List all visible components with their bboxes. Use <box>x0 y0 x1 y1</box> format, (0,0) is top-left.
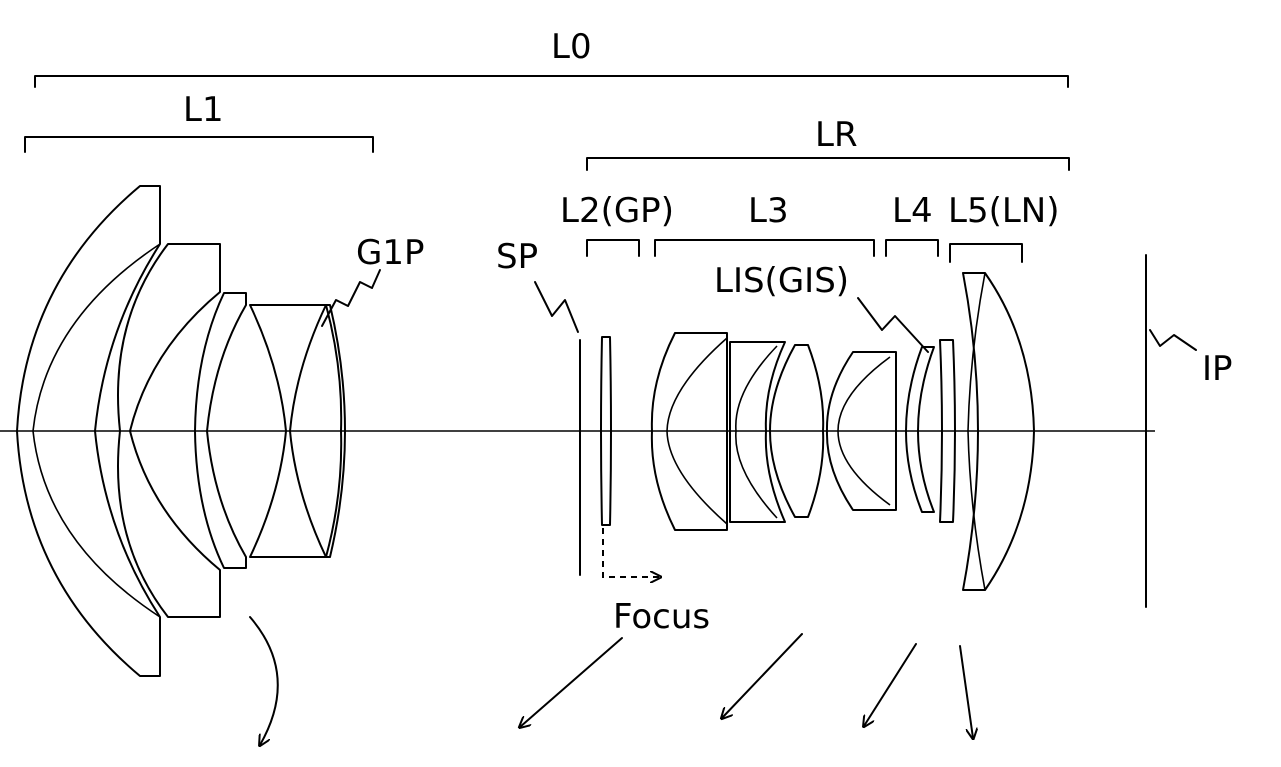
brace-l1 <box>25 137 373 152</box>
brace-l0 <box>35 76 1068 87</box>
label-ip: IP <box>1202 349 1233 389</box>
label-l2: L2(GP) <box>560 191 674 231</box>
label-lis: LIS(GIS) <box>714 261 849 301</box>
label-sp: SP <box>496 237 538 277</box>
movement-arrow-l1 <box>250 617 278 745</box>
label-l1: L1 <box>183 90 224 130</box>
label-l4: L4 <box>892 191 933 231</box>
focus-dashed-arrow <box>603 528 660 577</box>
movement-arrow-l5 <box>960 646 973 738</box>
label-lr: LR <box>815 115 858 155</box>
brace-lr <box>587 158 1069 170</box>
label-l3: L3 <box>748 191 789 231</box>
label-l0: L0 <box>551 27 592 67</box>
movement-arrow-l2 <box>520 638 622 727</box>
movement-arrow-l4 <box>864 644 916 726</box>
label-focus: Focus <box>613 597 710 637</box>
label-l5: L5(LN) <box>948 191 1059 231</box>
movement-arrow-l3 <box>722 634 802 718</box>
leader-lis <box>858 298 928 352</box>
brace-l3 <box>655 240 874 256</box>
brace-l2 <box>587 240 639 256</box>
brace-l5 <box>950 244 1022 262</box>
lens-l4-element <box>906 347 934 512</box>
leader-ip <box>1150 330 1196 350</box>
leader-g1p <box>322 270 380 326</box>
leader-sp <box>535 282 578 332</box>
label-g1p: G1P <box>356 233 424 273</box>
brace-l4 <box>886 240 938 256</box>
